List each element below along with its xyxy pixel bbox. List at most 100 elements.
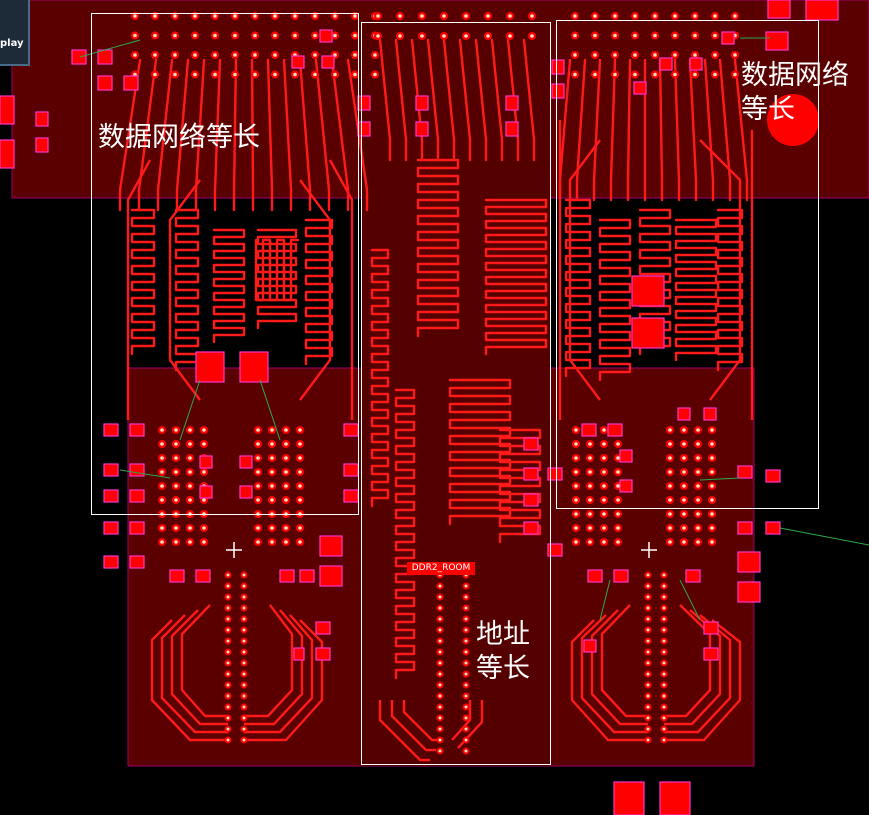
via-hole [193,14,197,18]
via-hole [464,34,468,38]
via-hole [588,498,592,502]
via-hole [573,33,577,38]
via-hole [593,53,597,57]
via-hole [662,595,666,599]
via-hole [696,526,700,530]
via-hole [253,14,257,18]
annotation-box-center[interactable] [361,22,551,765]
via-hole [242,639,246,643]
via-hole [662,683,666,687]
smd-pad [343,423,359,437]
via-hole [353,14,357,18]
meander-segment [174,208,200,372]
annotation-data-right-line1: 数据网络 [741,60,849,91]
via-hole [376,14,380,18]
breakout-trace [522,38,536,162]
breakout-trace [175,58,190,212]
via-hole [673,14,677,18]
via-hole [270,428,274,432]
via-hole [226,606,230,610]
smd-pad [71,49,87,65]
smd-pad [35,137,49,153]
highlight-via[interactable] [767,94,819,146]
breakout-trace [703,58,715,202]
smd-pad [291,55,305,69]
via-hole [464,727,468,731]
via-hole [602,526,606,530]
smd-pad [631,317,665,349]
via-hole [293,33,297,38]
via-hole [256,442,260,446]
smd-pad [523,467,539,481]
via-hole [226,573,230,577]
via-hole [226,672,230,676]
via-hole [256,526,260,530]
via-hole [298,484,302,488]
via-hole [710,540,714,544]
via-hole [486,34,490,38]
smd-pad [97,49,113,65]
smd-pad [299,569,315,583]
annotation-box-left[interactable] [91,13,359,515]
via-hole [573,72,577,77]
via-hole [682,526,686,530]
smd-pad [547,543,563,557]
breakout-trace [658,58,664,202]
via-hole [574,498,578,502]
via-hole [174,442,178,446]
via-hole [613,14,617,18]
via-hole [270,470,274,474]
via-hole [646,738,650,742]
via-hole [256,498,260,502]
via-hole [242,584,246,588]
via-hole [662,727,666,731]
smd-pad [613,781,645,815]
smd-pad [805,0,839,21]
via-hole [588,470,592,474]
via-hole [593,14,597,18]
via-hole [188,484,192,488]
via-hole [696,484,700,488]
via-hole [486,14,490,18]
smd-pad [765,521,781,535]
via-hole [573,14,577,18]
via-hole [593,33,597,38]
via-hole [662,738,666,742]
via-hole [242,694,246,698]
via-hole [226,683,230,687]
smd-pad [703,621,719,635]
meander-segment [254,238,300,302]
via-hole [696,442,700,446]
room-label[interactable]: DDR2_ROOM [407,562,475,575]
smd-pad [685,569,701,583]
via-hole [464,595,468,599]
via-hole [233,14,237,18]
smd-pad [581,423,597,437]
via-hole [693,14,697,18]
via-hole [653,33,657,38]
via-hole [438,606,442,610]
via-hole [373,72,377,77]
smd-pad [199,455,213,469]
via-hole [646,727,650,731]
via-hole [353,53,357,57]
via-hole [438,628,442,632]
annotation-box-right[interactable] [556,20,819,509]
breakout-trace [156,58,174,212]
breakout-trace [118,58,142,212]
breakout-trace [442,38,456,162]
via-hole [173,53,177,57]
via-hole [438,617,442,621]
via-hole [270,442,274,446]
via-hole [693,72,697,77]
via-hole [710,470,714,474]
via-hole [373,53,377,57]
via-hole [662,672,666,676]
via-hole [602,512,606,516]
smd-pad [129,423,145,437]
play-button[interactable]: play [0,0,30,66]
component-pads [0,0,839,815]
via-hole [464,672,468,676]
via-hole [733,72,737,77]
via-hole [616,540,620,544]
